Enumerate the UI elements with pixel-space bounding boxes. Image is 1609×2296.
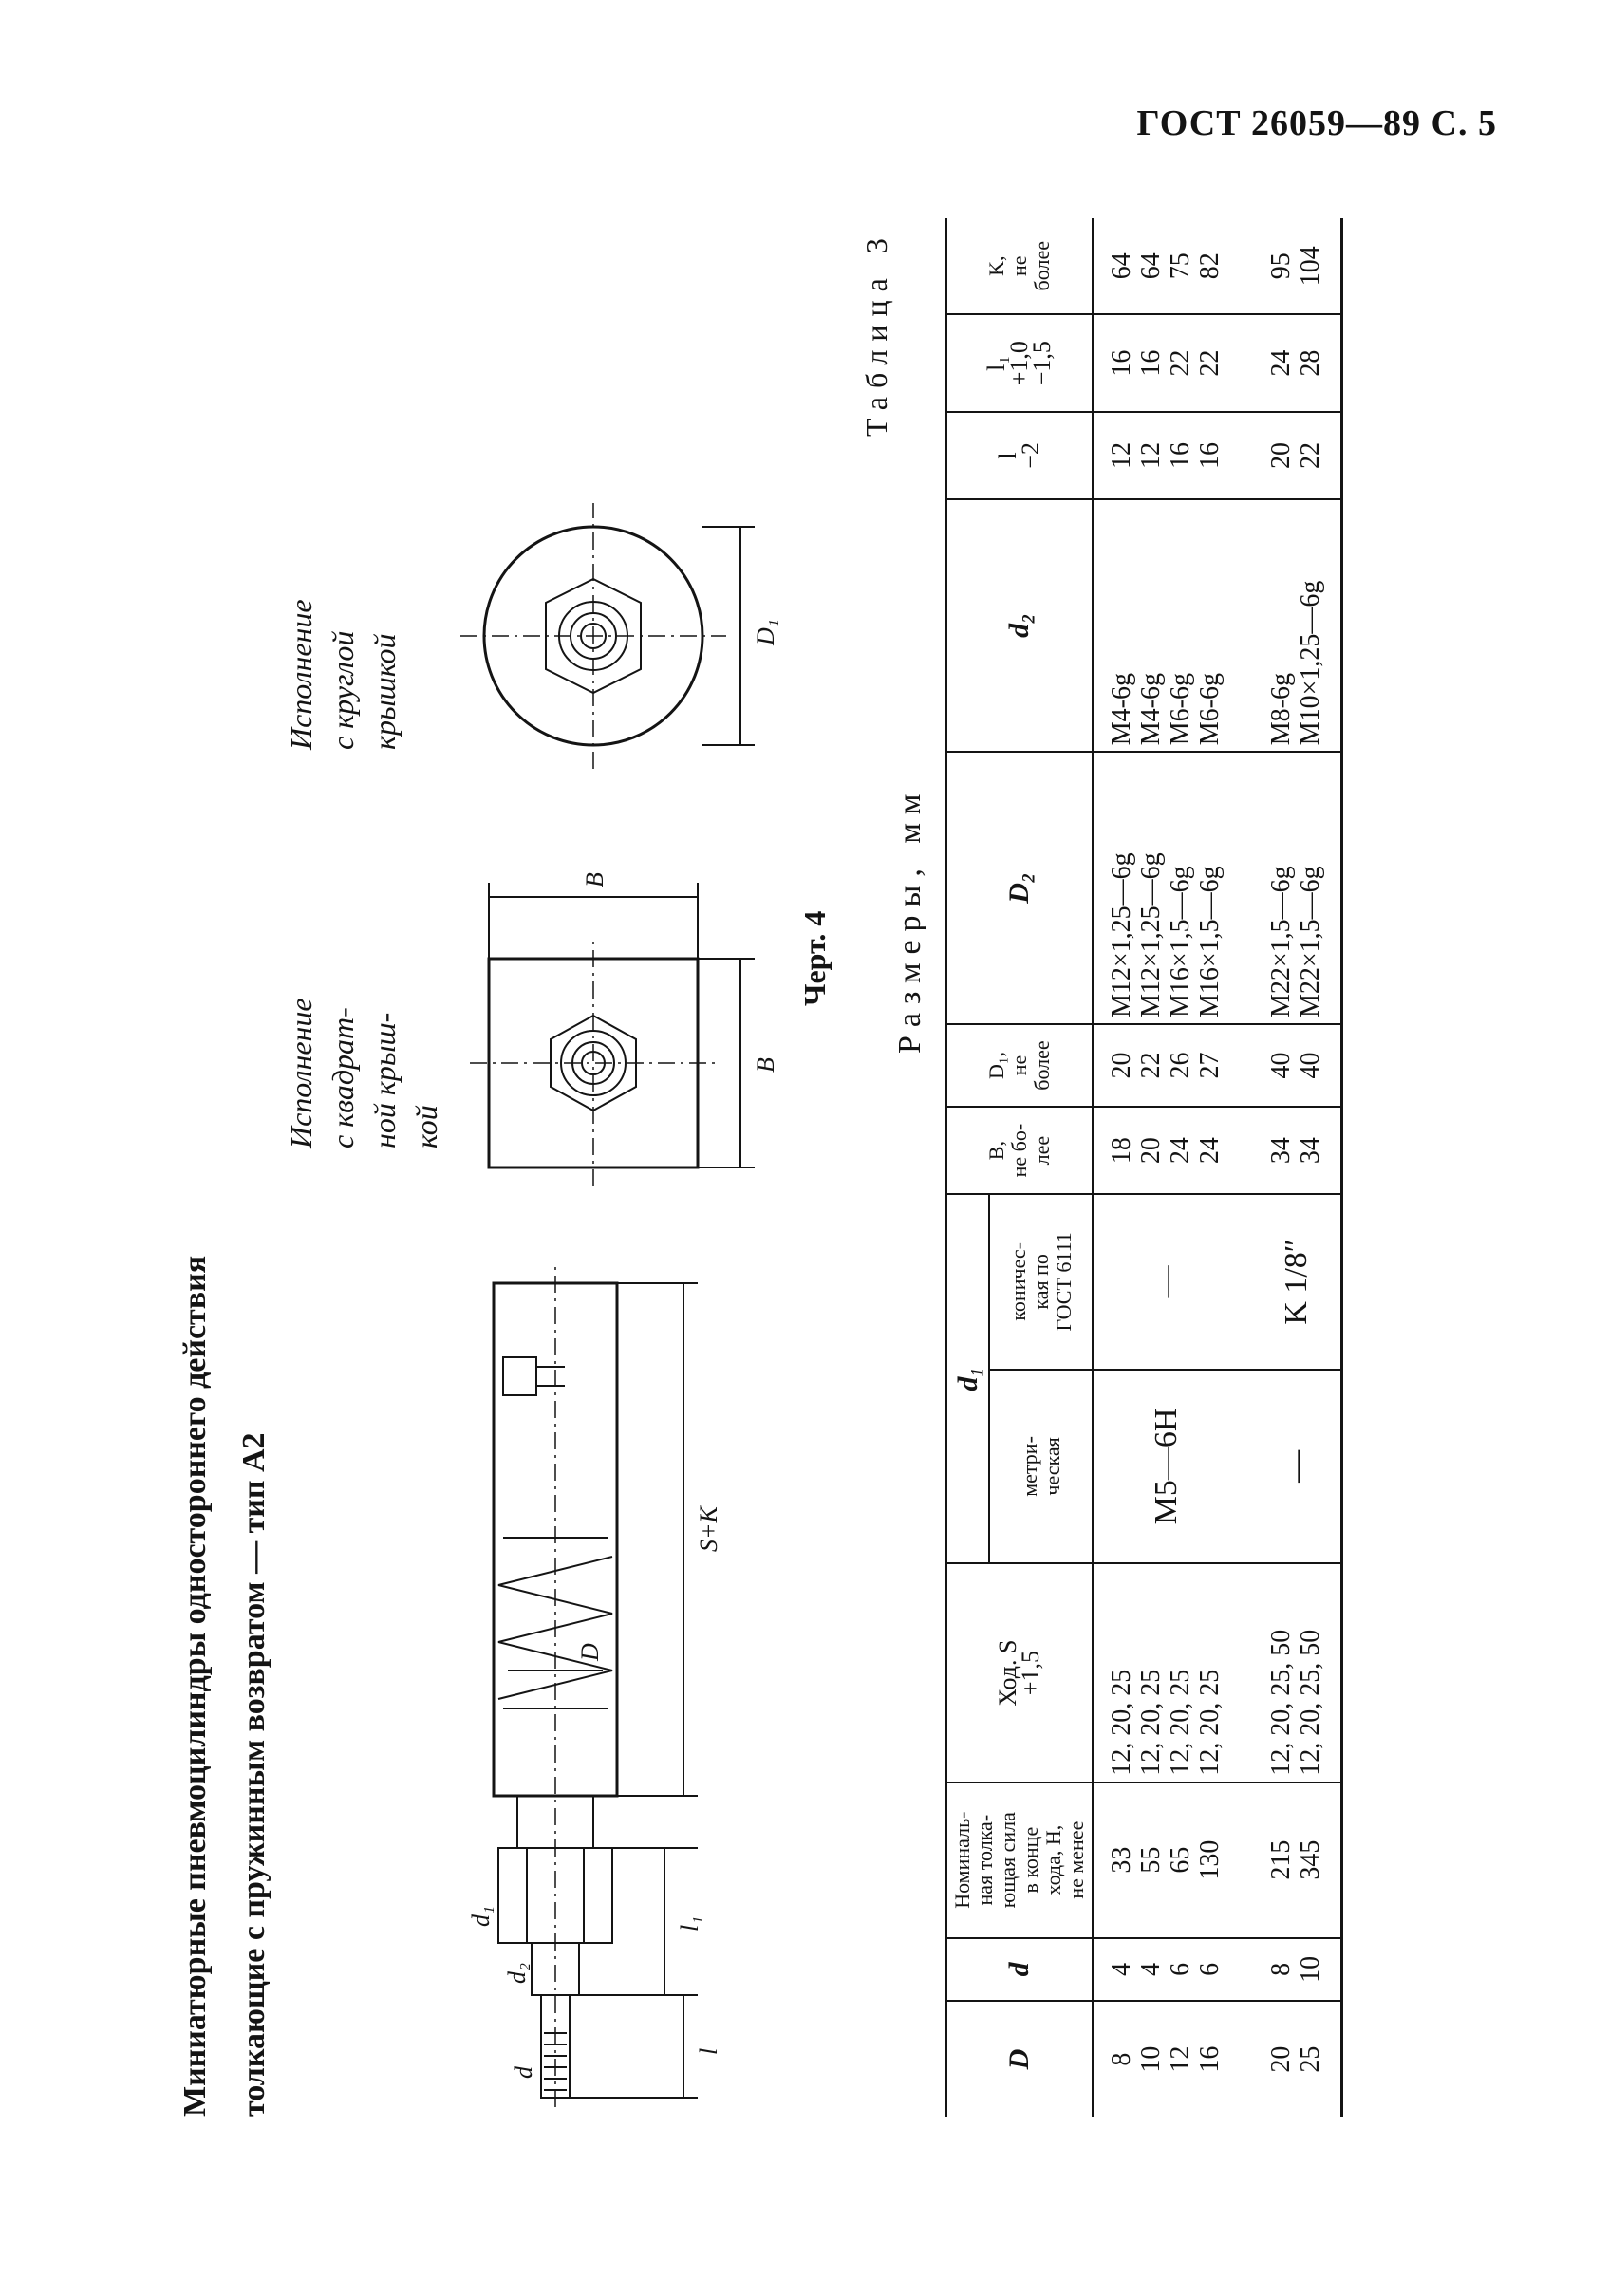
label-b-side: B: [581, 872, 608, 887]
col-d1-metric-header: метри- ческая: [989, 1369, 1093, 1564]
label-d1-right: D₁: [752, 619, 779, 646]
dimensions-table: D d Номиналь- ная толка- ющая сила в кон…: [945, 218, 1343, 2117]
table-units: Размеры, мм: [892, 785, 927, 1054]
col-D2-header: D₂: [945, 752, 1093, 1024]
col-d1-conic-header: коничес- кая по ГОСТ 6111: [989, 1194, 1093, 1370]
label-d2: d₂: [503, 1963, 531, 1984]
col-d-header: d: [945, 1937, 1093, 2002]
drawing-caption: Черт. 4: [797, 910, 832, 1006]
rotated-content: Миниатюрные пневмоцилиндры одностороннег…: [166, 218, 1457, 2117]
col-d1-header: d₁: [945, 1194, 990, 1564]
col-d2-header: d₂: [945, 499, 1093, 753]
table-label: Таблица 3: [859, 230, 893, 437]
page-header: ГОСТ 26059—89 С. 5: [1136, 103, 1497, 143]
label-d-rod: d: [510, 2065, 537, 2079]
col-force-header: Номиналь- ная толка- ющая сила в конце х…: [945, 1782, 1093, 1938]
col-D1-header: D₁, не более: [945, 1024, 1093, 1108]
col-D-header: D: [945, 2001, 1093, 2117]
col-stroke-header: Ход. S +1,5: [945, 1563, 1093, 1783]
port: [503, 1357, 536, 1395]
cell-d1-metric: —: [1242, 1369, 1342, 1564]
col-K-header: K, не более: [945, 218, 1093, 315]
col-l-header: l −2: [945, 411, 1093, 500]
col-l1-header: l₁ +1,0 −1,5: [945, 314, 1093, 412]
cell-d1-conic: K 1/8″: [1242, 1194, 1342, 1370]
label-s-k: S+K: [695, 1504, 722, 1552]
label-l1: l₁: [676, 1916, 703, 1932]
label-b-bottom: B: [752, 1057, 779, 1073]
cylinder-drawing: S+K l l₁ D d d₂ d₁ B B D₁: [166, 218, 779, 2117]
cell-d1-conic: —: [1093, 1194, 1242, 1370]
label-d: D: [576, 1643, 604, 1662]
cell-d1-metric: M5—6H: [1093, 1369, 1242, 1564]
col-B-header: B, не бо- лее: [945, 1107, 1093, 1195]
header-row: D d Номиналь- ная толка- ющая сила в кон…: [945, 218, 1093, 2117]
label-d1: d₁: [467, 1906, 495, 1927]
label-l: l: [695, 2048, 722, 2055]
